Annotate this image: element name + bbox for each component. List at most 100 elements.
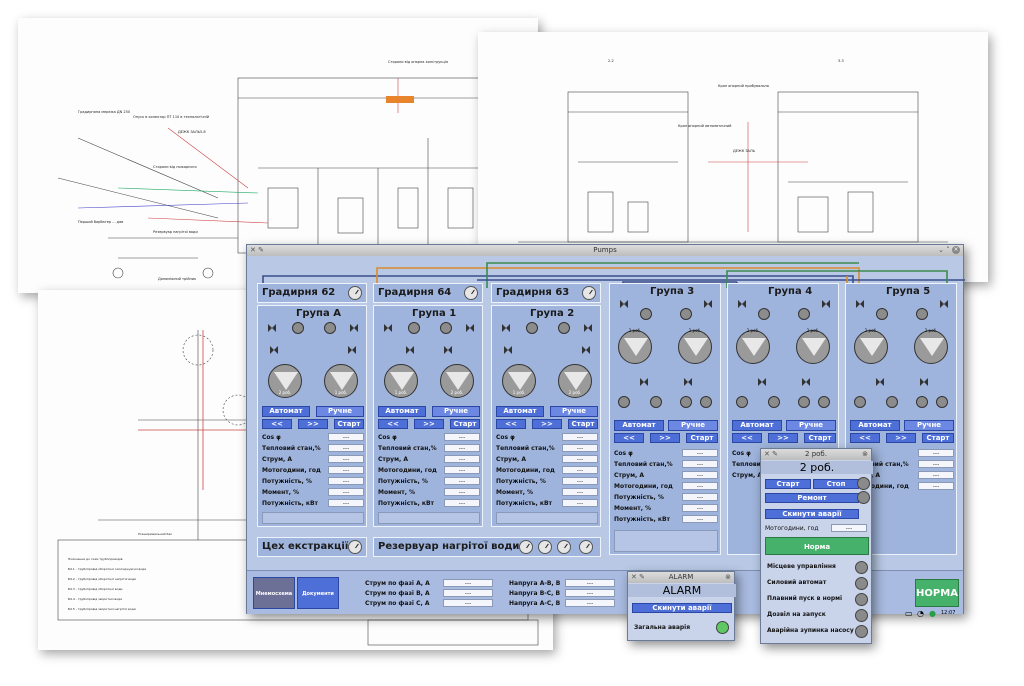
pump-icon[interactable]	[618, 330, 652, 364]
valve-icon[interactable]	[738, 300, 746, 308]
close-icon[interactable]: ⊗	[725, 573, 731, 581]
pump-icon[interactable]	[796, 330, 830, 364]
alarm-titlebar[interactable]: ✕ ✎ ALARM ⊗	[628, 572, 734, 583]
valve-icon[interactable]	[704, 300, 712, 308]
group-3-ruchne-button[interactable]: Ручне	[668, 420, 718, 431]
valve-icon[interactable]	[504, 346, 512, 354]
group-1-start-button[interactable]: Старт	[450, 419, 480, 429]
node-icon[interactable]	[854, 396, 866, 408]
node-icon[interactable]	[736, 396, 748, 408]
node-icon[interactable]	[618, 396, 630, 408]
node-icon[interactable]	[916, 396, 928, 408]
group-a-start-button[interactable]: Старт	[334, 419, 364, 429]
group-2-start-button[interactable]: Старт	[568, 419, 598, 429]
pump-icon[interactable]	[914, 330, 948, 364]
tray-icon[interactable]: ◔	[917, 609, 924, 618]
group-4-prev-button[interactable]: <<	[732, 433, 762, 443]
pump-a2-icon[interactable]	[324, 364, 358, 398]
group-1-next-button[interactable]: >>	[414, 419, 444, 429]
close-icon[interactable]: ×	[952, 246, 960, 254]
group-5-prev-button[interactable]: <<	[850, 433, 880, 443]
valve-icon[interactable]	[350, 324, 358, 332]
node-icon[interactable]	[876, 308, 888, 320]
group-2-next-button[interactable]: >>	[532, 419, 562, 429]
node-icon[interactable]	[526, 322, 538, 334]
alarm-reset-button[interactable]: Скинути аварії	[632, 603, 732, 613]
valve-icon[interactable]	[822, 300, 830, 308]
group-4-next-button[interactable]: >>	[768, 433, 798, 443]
valve-icon[interactable]	[270, 346, 278, 354]
valve-icon[interactable]	[268, 324, 276, 332]
group-1-prev-button[interactable]: <<	[378, 419, 408, 429]
node-icon[interactable]	[558, 322, 570, 334]
node-icon[interactable]	[680, 396, 692, 408]
valve-icon[interactable]	[582, 346, 590, 354]
norma-button[interactable]: НОРМА	[915, 579, 959, 607]
valve-icon[interactable]	[758, 378, 766, 386]
valve-icon[interactable]	[802, 378, 810, 386]
valve-icon[interactable]	[502, 324, 510, 332]
group-3-prev-button[interactable]: <<	[614, 433, 644, 443]
node-icon[interactable]	[324, 322, 336, 334]
pump-icon[interactable]	[736, 330, 770, 364]
valve-icon[interactable]	[876, 378, 884, 386]
group-5-avtomat-button[interactable]: Автомат	[850, 420, 900, 431]
valve-icon[interactable]	[466, 324, 474, 332]
pump-icon[interactable]	[384, 364, 418, 398]
window-menu-icon[interactable]: ✕ ✎	[764, 450, 778, 458]
node-icon[interactable]	[650, 396, 662, 408]
node-icon[interactable]	[680, 308, 692, 320]
pump-a1-icon[interactable]	[268, 364, 302, 398]
valve-icon[interactable]	[920, 378, 928, 386]
node-icon[interactable]	[758, 308, 770, 320]
pump-stop-button[interactable]: Стоп	[813, 479, 859, 489]
node-icon[interactable]	[798, 308, 810, 320]
node-icon[interactable]	[818, 396, 830, 408]
group-2-ruchne-button[interactable]: Ручне	[550, 406, 598, 417]
valve-icon[interactable]	[640, 378, 648, 386]
window-menu-icon[interactable]: ✕ ✎	[631, 573, 645, 581]
group-a-prev-button[interactable]: <<	[262, 419, 292, 429]
node-icon[interactable]	[768, 396, 780, 408]
window-menu-icon[interactable]: ✕ ✎	[250, 246, 264, 254]
group-a-avtomat-button[interactable]: Автомат	[262, 406, 310, 417]
tray-icon[interactable]: ●	[929, 609, 936, 618]
pump-start-button[interactable]: Старт	[765, 479, 811, 489]
node-icon[interactable]	[886, 396, 898, 408]
group-3-start-button[interactable]: Старт	[686, 433, 718, 443]
group-a-next-button[interactable]: >>	[298, 419, 328, 429]
pump-detail-titlebar[interactable]: ✕ ✎ 2 роб. ⊗	[761, 449, 871, 460]
valve-icon[interactable]	[384, 324, 392, 332]
valve-icon[interactable]	[684, 378, 692, 386]
group-4-avtomat-button[interactable]: Автомат	[732, 420, 782, 431]
valve-icon[interactable]	[406, 346, 414, 354]
node-icon[interactable]	[798, 396, 810, 408]
node-icon[interactable]	[640, 308, 652, 320]
group-5-start-button[interactable]: Старт	[922, 433, 954, 443]
pump-icon[interactable]	[854, 330, 888, 364]
group-1-ruchne-button[interactable]: Ручне	[432, 406, 480, 417]
node-1a-icon[interactable]	[292, 322, 304, 334]
group-2-avtomat-button[interactable]: Автомат	[496, 406, 544, 417]
node-icon[interactable]	[916, 308, 928, 320]
dokumenty-button[interactable]: Документи	[297, 577, 339, 609]
node-icon[interactable]	[936, 396, 948, 408]
valve-icon[interactable]	[584, 324, 592, 332]
pump-reset-button[interactable]: Скинути аварії	[765, 509, 859, 519]
pump-remont-button[interactable]: Ремонт	[765, 493, 859, 503]
mnemoskhema-button[interactable]: Мнемосхема	[253, 577, 295, 609]
close-icon[interactable]: ⊗	[862, 450, 868, 458]
pump-icon[interactable]	[558, 364, 592, 398]
group-3-next-button[interactable]: >>	[650, 433, 680, 443]
group-4-start-button[interactable]: Старт	[804, 433, 836, 443]
group-a-ruchne-button[interactable]: Ручне	[316, 406, 364, 417]
node-icon[interactable]	[408, 322, 420, 334]
group-5-ruchne-button[interactable]: Ручне	[904, 420, 954, 431]
tray-icon[interactable]: ▭	[905, 609, 913, 618]
valve-icon[interactable]	[856, 300, 864, 308]
valve-icon[interactable]	[620, 300, 628, 308]
group-5-next-button[interactable]: >>	[886, 433, 916, 443]
valve-icon[interactable]	[940, 300, 948, 308]
valve-icon[interactable]	[444, 346, 452, 354]
group-1-avtomat-button[interactable]: Автомат	[378, 406, 426, 417]
